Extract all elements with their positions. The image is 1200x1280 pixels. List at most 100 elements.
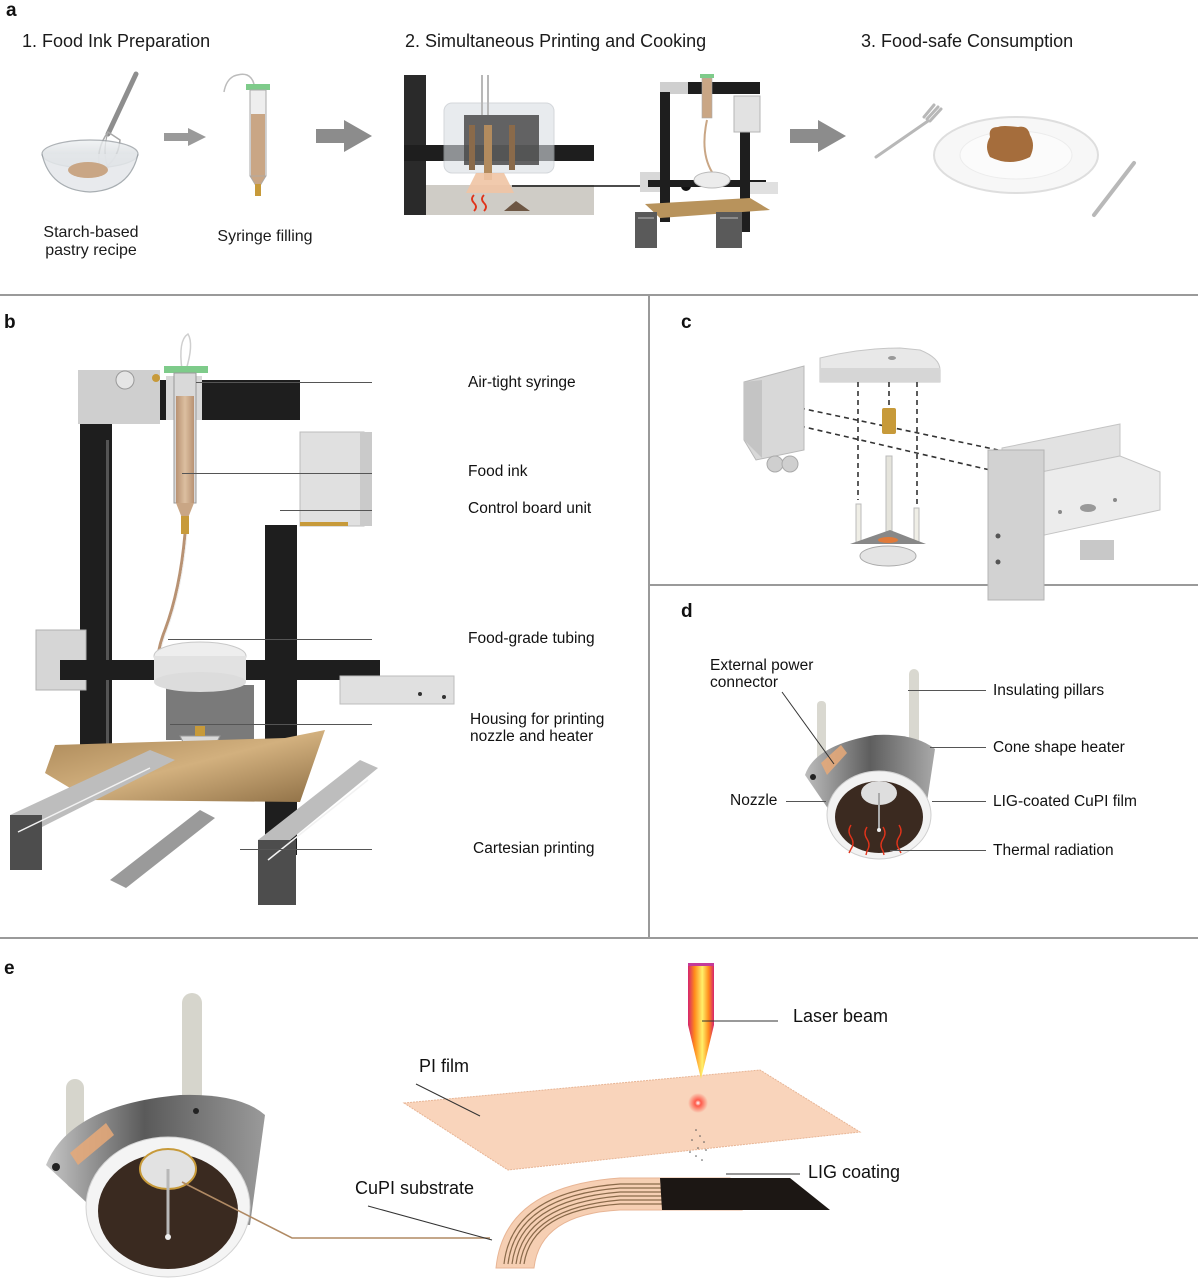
right-housing-front: [987, 449, 1045, 601]
knife: [1092, 161, 1136, 217]
mixing-bowl-illustration: [41, 71, 139, 193]
caption-bowl: Starch-based pastry recipe: [43, 224, 139, 259]
control-board-base: [300, 522, 348, 526]
plate-illustration: [874, 103, 1136, 217]
callout-lig: [726, 1173, 800, 1175]
callout-radiation: [890, 850, 986, 851]
syringe-ink-fill: [176, 396, 194, 503]
syringe-luer-tip: [255, 184, 261, 196]
label-nozzle: Nozzle: [730, 792, 778, 809]
pillar-1: [855, 503, 862, 543]
label-lig-coated-film: LIG-coated CuPI film: [993, 793, 1137, 810]
syringe-neck: [176, 503, 194, 518]
left-bracket-face: [744, 380, 762, 458]
pillar-left: [469, 125, 475, 170]
pillar-mid: [484, 125, 492, 180]
brass-fitting: [152, 374, 160, 382]
nozzle-brass: [195, 726, 205, 736]
syringe-cap: [246, 84, 270, 90]
heater-cone: [859, 545, 917, 567]
base-rail-left-foot: [10, 815, 42, 870]
frame-left-upright-edge: [106, 440, 109, 780]
pillar-3: [913, 507, 920, 543]
power-connector-strip: [821, 745, 847, 775]
callout-heater: [930, 747, 986, 748]
gantry-right-block: [339, 675, 455, 705]
laser-spot: [688, 1093, 708, 1113]
label-thermal-radiation: Thermal radiation: [993, 842, 1114, 859]
label-power-line1: External power: [710, 657, 814, 674]
step-title-3: 3. Food-safe Consumption: [861, 31, 1074, 51]
base-rail-left: [10, 750, 175, 828]
callout-pillars: [908, 690, 986, 691]
panel-letter-d: d: [681, 601, 693, 622]
zoom-connector-line: [181, 1181, 490, 1239]
caption-syringe: Syringe filling: [217, 228, 313, 245]
label-lig-coating: LIG coating: [808, 1162, 901, 1182]
control-board-box: [299, 431, 365, 527]
syringe-ink: [251, 114, 265, 176]
arrow-large-icon: [316, 120, 372, 152]
dough: [68, 162, 108, 178]
callout-food-ink: [182, 473, 372, 474]
label-food-ink: Food ink: [468, 463, 528, 480]
label-cupi-substrate: CuPI substrate: [355, 1178, 475, 1198]
callout-power-connector: [781, 691, 835, 765]
whisk-handle: [105, 71, 139, 137]
pi-film-illustration: [402, 1069, 862, 1269]
syringe-air-line: [180, 332, 192, 371]
arrow-small-icon: [164, 128, 206, 146]
panel-letter-e: e: [4, 958, 15, 979]
printhead-cap-bottom: [154, 672, 246, 692]
laser-beam-illustration: [688, 963, 714, 1079]
bear-cookie: [987, 126, 1033, 162]
assembly-guides: [799, 382, 999, 505]
cone-heater: [466, 173, 514, 193]
base-rail-right-foot: [258, 840, 296, 905]
label-food-grade-tubing: Food-grade tubing: [468, 630, 595, 647]
label-cartesian-printing: Cartesian printing: [473, 840, 595, 857]
callout-syringe: [196, 382, 372, 383]
heater-illustration: [805, 669, 935, 860]
printhead-cross-section: [404, 75, 691, 215]
pillar-left: [817, 701, 826, 769]
power-connector-strip: [70, 1123, 114, 1165]
printhead-body: [166, 685, 254, 740]
pillar-right: [509, 125, 515, 170]
exploded-printhead-illustration: [743, 347, 1161, 601]
divider-a-b: [0, 294, 1198, 296]
syringe-brass-tip: [181, 516, 189, 534]
heater-large-illustration: [46, 993, 265, 1278]
label-housing-line1: Housing for printing: [470, 711, 605, 728]
label-laser-beam: Laser beam: [793, 1006, 889, 1026]
panel-letter-b: b: [4, 312, 16, 333]
heat-wave-1: [471, 194, 477, 212]
pi-film-sheet: [402, 1069, 862, 1171]
top-cap-side: [820, 368, 940, 382]
callout-housing: [170, 724, 372, 725]
pillar-2: [885, 455, 893, 543]
panel-letter-a: a: [6, 0, 17, 21]
label-pi-film: PI film: [419, 1056, 470, 1076]
divider-b-cd: [648, 295, 650, 938]
label-cone-shape-heater: Cone shape heater: [993, 739, 1125, 756]
step-title-1: 1. Food Ink Preparation: [22, 31, 211, 51]
right-housing-foot: [1080, 540, 1114, 560]
printed-food: [504, 201, 530, 211]
divider-c-d: [649, 584, 1198, 586]
ablation-particles: [689, 1129, 707, 1161]
label-control-board-unit: Control board unit: [468, 500, 592, 517]
divider-bcd-e: [0, 937, 1198, 939]
printer-illustration: [10, 332, 455, 905]
arrow-large-icon-2: [790, 120, 846, 152]
panel-letter-c: c: [681, 312, 692, 333]
syringe-green-cap: [164, 366, 208, 373]
thermal-radiation-arrows: [848, 824, 902, 856]
label-housing-line2: nozzle and heater: [470, 728, 594, 745]
callout-film: [932, 801, 986, 802]
housing-inner: [464, 115, 539, 165]
callout-pi-film: [415, 1083, 481, 1117]
step-title-2: 2. Simultaneous Printing and Cooking: [405, 31, 707, 51]
base-rail-right: [258, 760, 378, 850]
callout-nozzle: [786, 801, 826, 802]
